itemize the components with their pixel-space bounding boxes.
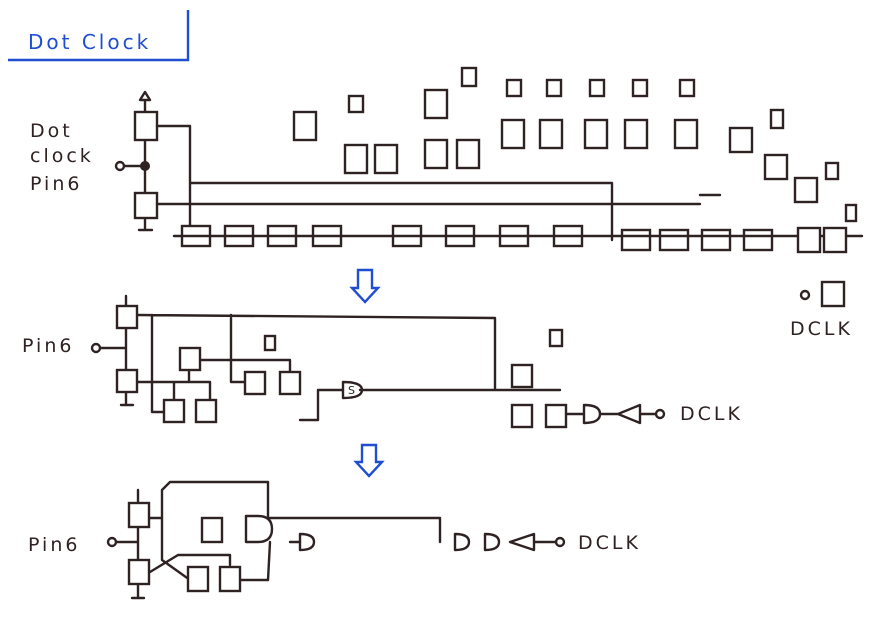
transistor [243,370,267,396]
title-underline [8,10,190,62]
transistor [127,501,151,529]
output-pin [654,408,666,420]
output-pin [799,289,811,301]
input-label-line-2: clock [30,145,94,167]
transistor [218,565,242,593]
input-label: Pin6 [28,534,80,556]
transistor [127,558,151,586]
transistor [510,363,534,389]
wires [114,480,442,600]
stage-simplified: Pin6 S DCLK [22,294,743,429]
stage-original: Dot clock Pin6 [30,66,864,340]
transistor [115,368,139,394]
down-arrow-icon [349,268,381,304]
transistor [200,516,224,544]
transistor [162,398,186,424]
transistor [544,403,568,429]
transistor [133,110,159,142]
transistor [178,346,202,372]
gate-chain [298,532,558,552]
down-arrow-icon [353,443,385,478]
transistor [115,304,139,330]
upper-transistors [292,88,848,308]
transistor [194,398,218,424]
transistor [133,191,159,220]
transistor [510,403,534,429]
nand-gate [244,514,274,544]
title: Dot Clock [28,30,151,54]
wires [98,294,562,422]
input-label-line-3: Pin6 [30,173,82,195]
resistor [263,334,277,352]
switch-row-1 [172,224,864,252]
transistor [278,370,302,396]
schmitt-gate [341,380,364,400]
pullup-resistors [347,66,858,223]
output-label: DCLK [680,403,743,425]
stage-logic: Pin6 DCLK [28,480,641,600]
output-pin [554,536,566,548]
input-label: Pin6 [22,335,74,357]
output-label: DCLK [790,318,853,340]
title-block: Dot Clock [8,10,190,62]
output-label: DCLK [578,532,641,554]
input-label-line-1: Dot [30,120,73,142]
resistor [548,328,564,348]
bus-wires [155,124,722,242]
transistor [186,565,210,593]
gate-symbol: S [348,384,355,397]
output-gates [564,403,658,425]
junction [140,161,150,171]
